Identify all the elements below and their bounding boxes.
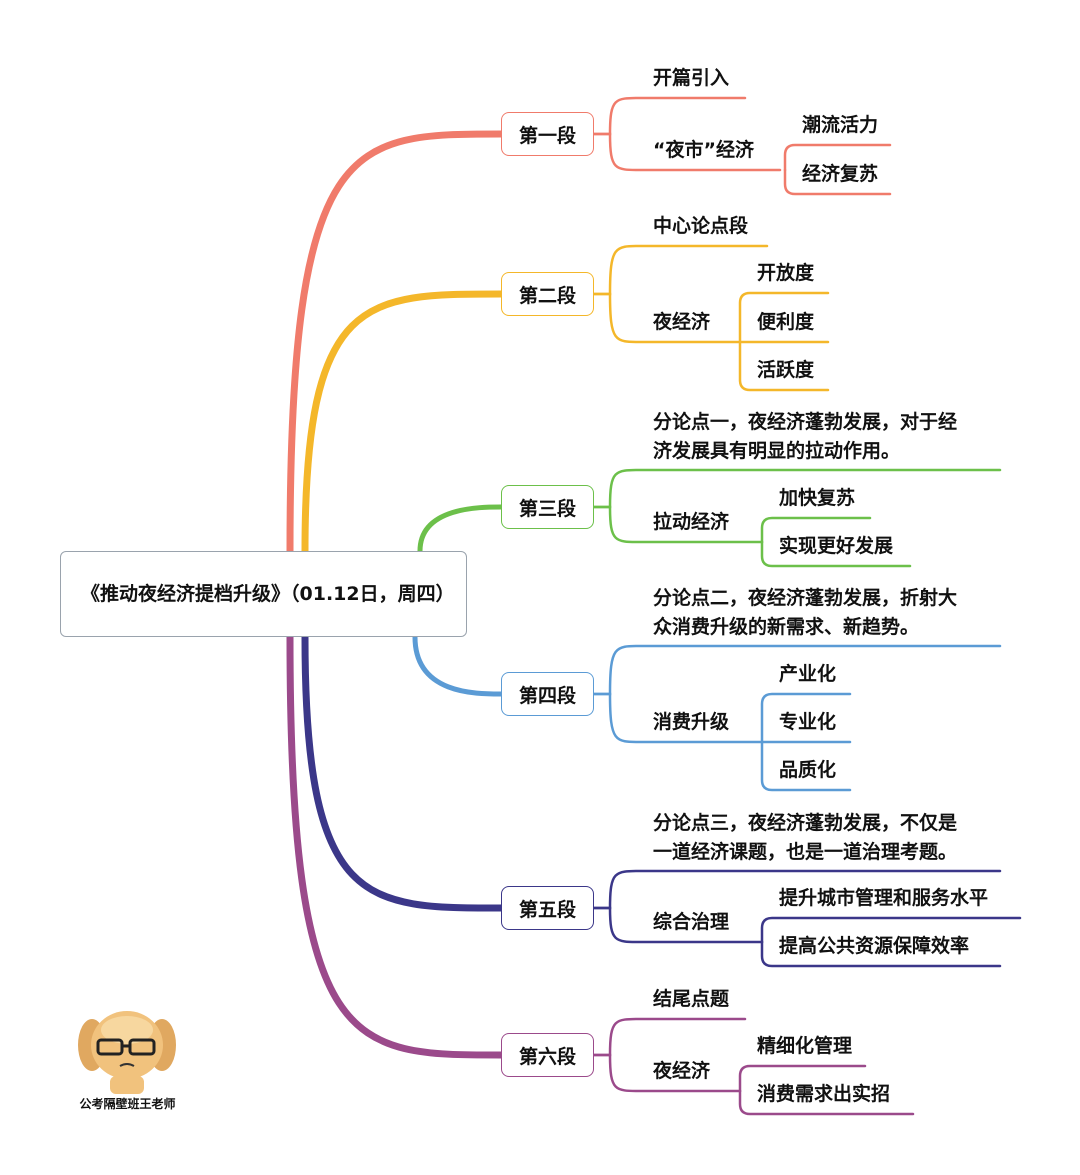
leaf-branch-line	[738, 1089, 915, 1116]
main-branch-line	[301, 290, 505, 555]
leaf-topic-text[interactable]: 经济复苏	[802, 163, 879, 185]
leaf-branch-line	[760, 740, 852, 792]
topic-text[interactable]: 中心论点段	[653, 215, 749, 237]
sub-branch-line	[592, 132, 782, 172]
leaf-topic-text[interactable]: 专业化	[779, 711, 837, 733]
sub-branch-line	[592, 869, 1002, 910]
section-node[interactable]: 第一段	[501, 112, 594, 156]
topic-text[interactable]: 众消费升级的新需求、新趋势。	[653, 616, 920, 638]
topic-text[interactable]: “夜市”经济	[653, 139, 754, 161]
sub-branch-line	[592, 468, 1002, 509]
leaf-topic-text[interactable]: 潮流活力	[802, 114, 879, 136]
topic-text[interactable]: 结尾点题	[653, 988, 730, 1010]
topic-text[interactable]: 综合治理	[653, 911, 730, 933]
topic-text[interactable]: 分论点一，夜经济蓬勃发展，对于经	[653, 411, 958, 433]
leaf-branch-line	[738, 1064, 867, 1093]
mascot-dog-logo	[78, 1011, 176, 1094]
topic-text[interactable]: 分论点三，夜经济蓬勃发展，不仅是	[653, 812, 958, 834]
leaf-branch-line	[760, 940, 1002, 968]
leaf-topic-text[interactable]: 加快复苏	[779, 487, 856, 509]
leaf-topic-text[interactable]: 活跃度	[757, 359, 815, 381]
topic-text[interactable]: 开篇引入	[653, 67, 730, 89]
section-node[interactable]: 第六段	[501, 1033, 594, 1077]
leaf-branch-line	[760, 916, 1022, 944]
leaf-branch-line	[760, 692, 852, 744]
leaf-topic-text[interactable]: 开放度	[757, 262, 815, 284]
topic-text[interactable]: 消费升级	[653, 711, 730, 733]
leaf-topic-text[interactable]: 产业化	[779, 663, 837, 685]
topic-text[interactable]: 一道经济课题，也是一道治理考题。	[653, 841, 958, 863]
leaf-topic-text[interactable]: 精细化管理	[757, 1035, 853, 1057]
section-node[interactable]: 第五段	[501, 886, 594, 930]
main-branch-line	[286, 130, 505, 555]
section-node[interactable]: 第四段	[501, 672, 594, 716]
leaf-branch-line	[783, 143, 892, 172]
leaf-branch-line	[738, 340, 830, 392]
sub-branch-line	[592, 292, 742, 344]
leaf-branch-line	[760, 540, 912, 568]
sub-branch-line	[592, 244, 769, 296]
leaf-branch-line	[760, 516, 872, 544]
sub-branch-line	[592, 906, 764, 944]
main-branch-line	[301, 633, 505, 912]
watermark-caption: 公考隔壁班王老师	[79, 1097, 176, 1111]
leaf-topic-text[interactable]: 提高公共资源保障效率	[779, 935, 970, 957]
topic-text[interactable]: 夜经济	[653, 1060, 711, 1082]
sub-branch-line	[592, 505, 764, 544]
leaf-branch-line	[738, 291, 830, 344]
topic-text[interactable]: 济发展具有明显的拉动作用。	[653, 440, 901, 462]
leaf-topic-text[interactable]: 消费需求出实招	[757, 1083, 891, 1105]
sub-branch-line	[592, 644, 1002, 696]
section-node[interactable]: 第三段	[501, 485, 594, 529]
sub-branch-line	[592, 96, 747, 136]
leaf-topic-text[interactable]: 实现更好发展	[779, 535, 894, 557]
main-branch-line	[286, 633, 505, 1059]
root-topic[interactable]: 《推动夜经济提档升级》（01.12日，周四）	[60, 551, 467, 637]
leaf-topic-text[interactable]: 便利度	[757, 311, 815, 333]
main-branch-line	[412, 634, 504, 697]
sub-branch-line	[592, 692, 764, 744]
topic-text[interactable]: 分论点二，夜经济蓬勃发展，折射大	[653, 587, 958, 609]
sub-branch-line	[592, 1017, 747, 1057]
topic-text[interactable]: 夜经济	[653, 311, 711, 333]
section-node[interactable]: 第二段	[501, 272, 594, 316]
leaf-branch-line	[783, 168, 892, 196]
sub-branch-line	[592, 1053, 742, 1093]
leaf-topic-text[interactable]: 提升城市管理和服务水平	[779, 887, 989, 909]
main-branch-line	[417, 504, 504, 554]
topic-text[interactable]: 拉动经济	[653, 511, 730, 533]
leaf-topic-text[interactable]: 品质化	[779, 759, 837, 781]
